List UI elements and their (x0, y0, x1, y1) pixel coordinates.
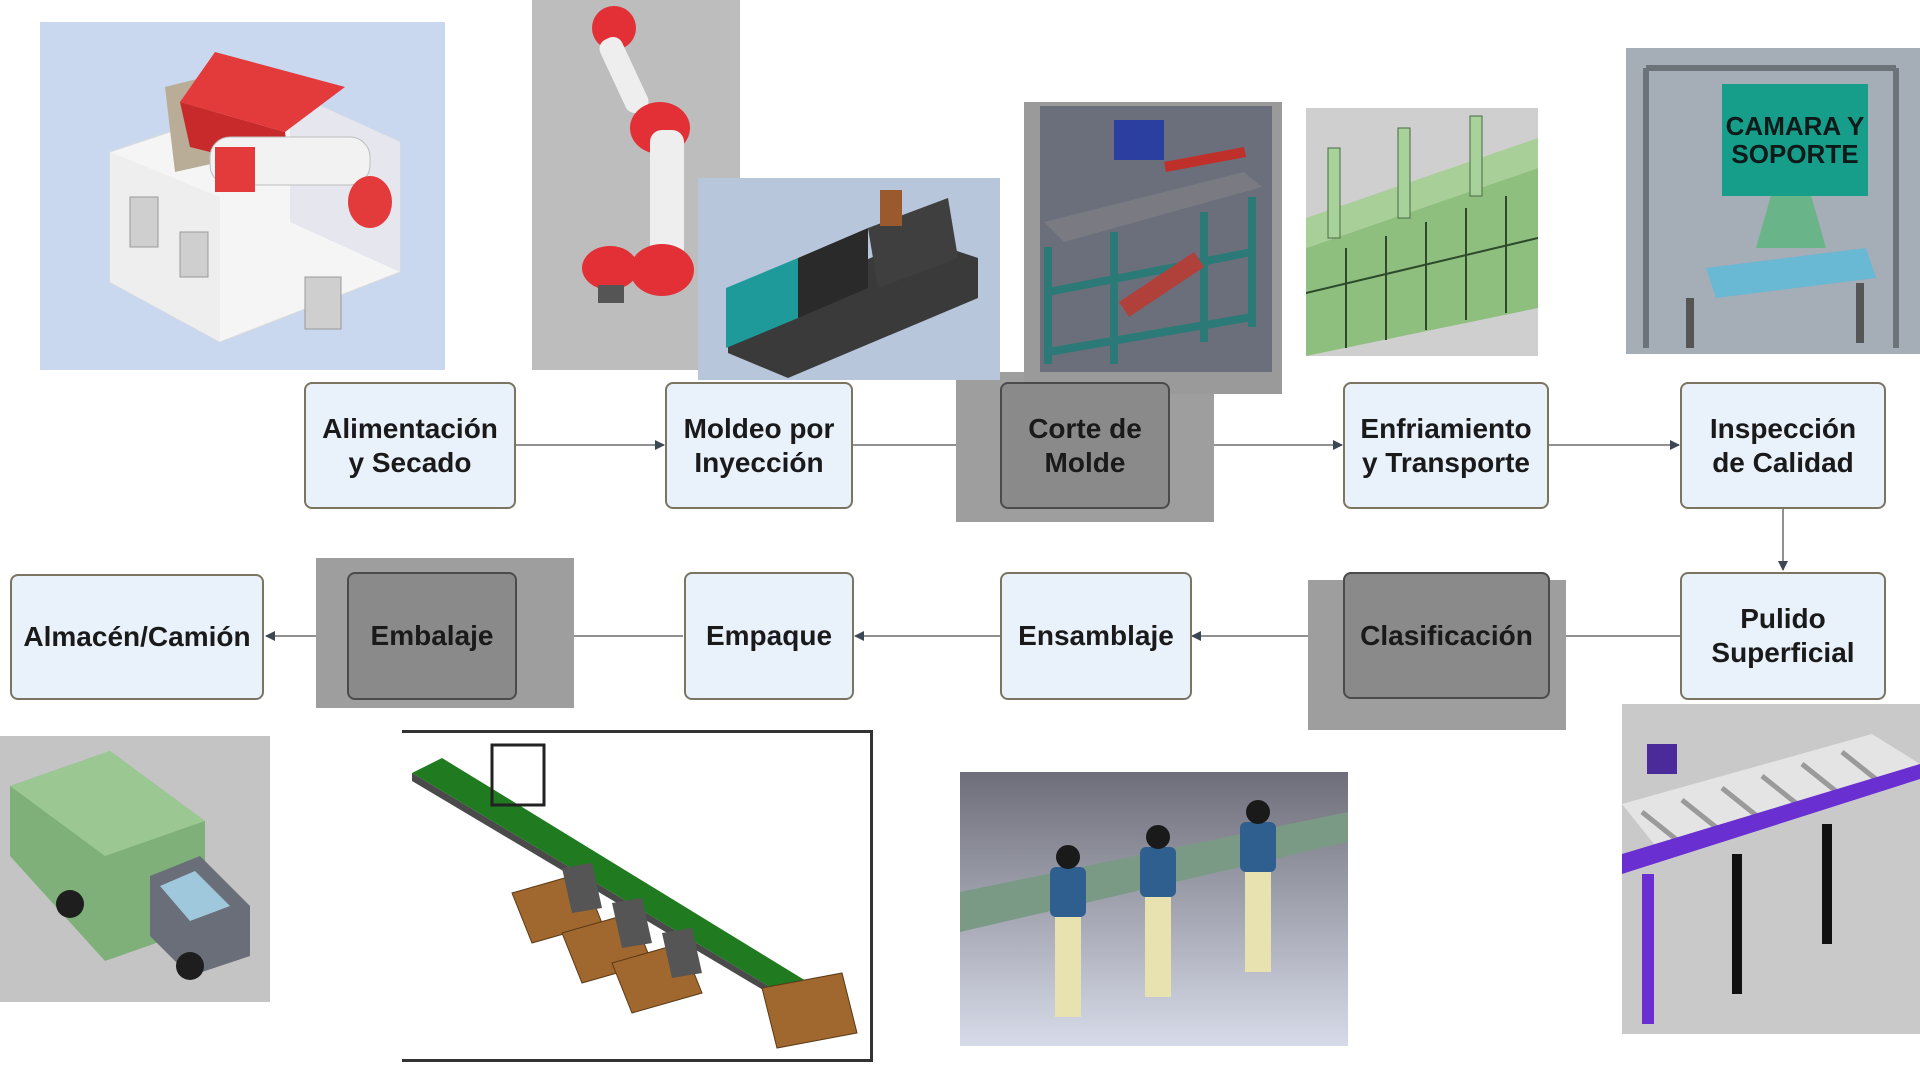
packing-conveyor-image (402, 730, 873, 1062)
step-enfriamiento: Enfriamiento y Transporte (1343, 382, 1549, 509)
cooling-tunnel-image (1306, 108, 1538, 356)
step-alimentacion: Alimentación y Secado (304, 382, 516, 509)
step-clasificacion: Clasificación (1343, 572, 1550, 699)
step-almacen: Almacén/Camión (10, 574, 264, 700)
step-inspeccion: Inspección de Calidad (1680, 382, 1886, 509)
step-pulido: Pulido Superficial (1680, 572, 1886, 700)
dryer-hopper-image (40, 22, 445, 370)
step-embalaje: Embalaje (347, 572, 517, 700)
roller-conveyor-image (1622, 704, 1920, 1034)
step-empaque: Empaque (684, 572, 854, 700)
mold-cutter-image (1024, 102, 1282, 394)
step-corte: Corte de Molde (1000, 382, 1170, 509)
injection-machine-image (698, 178, 1000, 380)
camera-station-image: CAMARA Y SOPORTE (1626, 48, 1920, 354)
step-ensamblaje: Ensamblaje (1000, 572, 1192, 700)
assembly-workers-image (960, 772, 1348, 1046)
camera-support-label: CAMARA Y SOPORTE (1722, 84, 1868, 196)
step-moldeo: Moldeo por Inyección (665, 382, 853, 509)
truck-image (0, 736, 270, 1002)
